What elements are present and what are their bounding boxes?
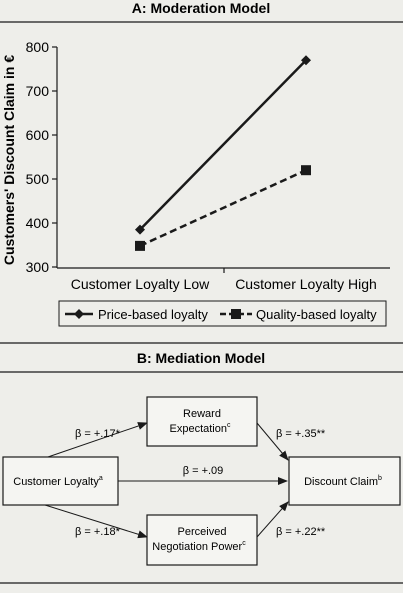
moderation-chart: Customers' Discount Claim in € 300 400 500… bbox=[1, 39, 390, 292]
node-claim-label: Discount Claimb bbox=[304, 475, 382, 488]
arrow-negotiation-claim bbox=[256, 501, 289, 538]
node-reward-line1: Reward bbox=[183, 408, 221, 420]
arrow-loyalty-reward bbox=[44, 422, 148, 459]
y-tick-label: 700 bbox=[26, 83, 50, 99]
panel-a-title: A: Moderation Model bbox=[132, 0, 270, 16]
x-category-label: Customer Loyalty Low bbox=[71, 276, 210, 292]
arrow-loyalty-negotiation bbox=[44, 504, 148, 539]
node-reward-line2: Expectationc bbox=[170, 422, 231, 435]
series-layer bbox=[135, 55, 311, 251]
beta-loyalty-claim: β = +.09 bbox=[183, 465, 224, 477]
panel-b-title: B: Mediation Model bbox=[137, 350, 265, 366]
y-tick-label: 300 bbox=[26, 259, 50, 275]
beta-negotiation-claim: β = +.22** bbox=[276, 526, 326, 538]
node-loyalty-label: Customer Loyaltya bbox=[13, 475, 103, 488]
legend-label-price: Price-based loyalty bbox=[98, 307, 208, 322]
beta-reward-claim: β = +.35** bbox=[276, 428, 326, 440]
y-tick-label: 400 bbox=[26, 215, 50, 231]
y-tick-label: 500 bbox=[26, 171, 50, 187]
arrow-reward-claim bbox=[256, 422, 289, 461]
node-negotiation-box bbox=[146, 514, 258, 566]
y-axis-label: Customers' Discount Claim in € bbox=[1, 55, 17, 265]
data-point-quality bbox=[135, 240, 145, 251]
beta-loyalty-reward: β = +.17* bbox=[75, 428, 121, 440]
series-line-quality bbox=[139, 169, 307, 248]
series-line-price bbox=[139, 59, 307, 231]
data-point-price bbox=[301, 55, 311, 66]
node-claim-box bbox=[288, 456, 401, 506]
data-point-quality bbox=[301, 165, 311, 176]
x-category-label: Customer Loyalty High bbox=[235, 276, 377, 292]
legend-diamond-marker bbox=[74, 309, 84, 319]
legend: Price-based loyalty Quality-based loyalt… bbox=[58, 300, 387, 327]
y-tick-label: 600 bbox=[26, 127, 50, 143]
mediation-diagram: Reward Expectationc Customer Loyaltya Di… bbox=[2, 396, 401, 566]
x-categories: Customer Loyalty Low Customer Loyalty Hig… bbox=[71, 268, 377, 292]
y-ticks: 300 400 500 600 700 800 bbox=[26, 39, 57, 275]
data-point-price bbox=[135, 224, 145, 235]
node-negotiation-line1: Perceived bbox=[178, 526, 227, 538]
legend-square-marker bbox=[231, 309, 241, 319]
node-reward-box bbox=[146, 396, 258, 447]
node-loyalty-box bbox=[2, 456, 119, 506]
node-negotiation-line2: Negotiation Powerc bbox=[152, 540, 246, 553]
beta-loyalty-negotiation: β = +.18* bbox=[75, 526, 121, 538]
y-tick-label: 800 bbox=[26, 39, 50, 55]
legend-box bbox=[58, 300, 387, 327]
legend-label-quality: Quality-based loyalty bbox=[256, 307, 377, 322]
